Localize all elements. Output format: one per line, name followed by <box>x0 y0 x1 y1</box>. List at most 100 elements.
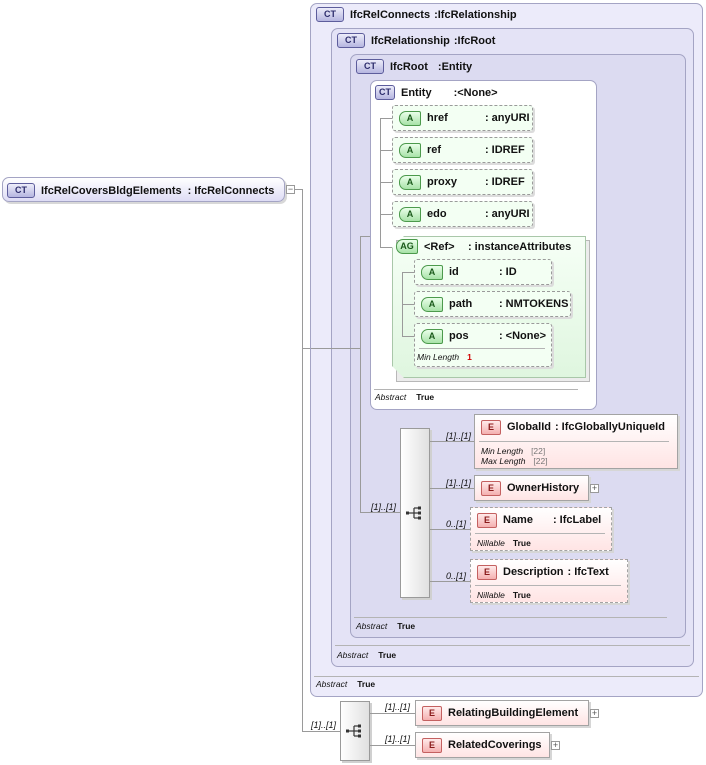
element-globalid[interactable]: E GlobalId : IfcGloballyUniqueId Min Len… <box>474 414 678 469</box>
ifcrelationship-name: IfcRelationship <box>371 34 450 47</box>
ifcrelationship-separator <box>335 645 690 646</box>
colon: : <box>485 112 489 124</box>
connector-ifcroot-in <box>311 348 361 349</box>
attribute-type: IDREF <box>491 176 525 188</box>
attribute-name: href <box>427 112 448 124</box>
attribute-icon: A <box>421 264 443 280</box>
element-relatingbuildingelement[interactable]: E RelatingBuildingElement <box>415 700 589 726</box>
relation-sequence-compositor[interactable] <box>340 701 370 761</box>
element-ownerhistory[interactable]: E OwnerHistory <box>474 475 589 501</box>
connector-attr-proxy <box>380 182 392 183</box>
expand-relatingbuildingelement-icon[interactable]: + <box>590 708 599 718</box>
attribute-icon: A <box>421 328 443 344</box>
attribute-icon: A <box>399 206 421 222</box>
attribute-name: pos <box>449 330 469 342</box>
ifcroot-separator <box>354 617 667 618</box>
attribute-id[interactable]: A id : ID <box>414 259 552 285</box>
connector-seq-name <box>430 529 470 530</box>
collapse-root-icon[interactable]: − <box>286 184 295 194</box>
attribute-name: proxy <box>427 176 457 188</box>
connector-related <box>370 745 415 746</box>
relation-sequence-cardinality: [1]..[1] <box>311 720 337 730</box>
expand-ownerhistory-icon[interactable]: + <box>590 483 599 493</box>
element-type: IfcText <box>574 566 609 578</box>
facet-label: Min Length <box>481 446 524 456</box>
attribute-type: ID <box>505 266 517 278</box>
connector-attr-pos <box>402 336 414 337</box>
attribute-type: <None> <box>505 330 547 342</box>
facet-label: Min Length <box>417 352 460 362</box>
root-complex-type[interactable] <box>2 177 285 202</box>
colon: : <box>453 86 458 99</box>
connector-attr-id <box>402 272 414 273</box>
connector-to-entity <box>360 236 370 237</box>
ifcroot-sequence-compositor[interactable] <box>400 428 430 598</box>
element-relatedcoverings[interactable]: E RelatedCoverings <box>415 732 550 758</box>
colon: : <box>434 8 438 21</box>
colon: : <box>187 184 192 197</box>
colon: : <box>553 514 557 526</box>
colon: : <box>437 60 442 73</box>
connector-attr-ref <box>380 150 392 151</box>
ifcrelconnects-name: IfcRelConnects <box>350 8 431 21</box>
element-type: IfcLabel <box>559 514 602 526</box>
attribute-icon: A <box>399 174 421 190</box>
attribute-href[interactable]: A href : anyURI <box>392 105 533 131</box>
facet-max-length: Max Length[22] <box>475 456 677 466</box>
connector-attr-path <box>402 304 414 305</box>
element-name: Name <box>503 514 533 526</box>
facet-min-length: Min Length [22] <box>475 446 677 456</box>
connector-attr-href <box>380 118 392 119</box>
facet-value: [22] <box>531 446 546 456</box>
element-icon: E <box>477 512 497 528</box>
attribute-proxy[interactable]: A proxy : IDREF <box>392 169 533 195</box>
ifcrelationship-header: CT IfcRelationship : IfcRoot <box>337 33 495 48</box>
attribute-group-type: instanceAttributes <box>474 240 572 253</box>
entity-header: CT Entity : <None> <box>375 85 498 100</box>
entity-separator <box>374 389 578 390</box>
connector-entity-attrs-v <box>380 118 381 248</box>
attribute-icon: A <box>421 296 443 312</box>
ifcrelationship-type: IfcRoot <box>457 34 496 47</box>
cardinality-ownerhistory: [1]..[1] <box>446 478 472 488</box>
element-name: OwnerHistory <box>507 482 580 494</box>
connector-trunk-v <box>302 189 303 732</box>
facet-label: Nillable <box>477 590 505 600</box>
connector-seq-description <box>430 581 470 582</box>
expand-relatedcoverings-icon[interactable]: + <box>551 740 560 750</box>
sequence-icon <box>346 724 361 738</box>
attribute-edo[interactable]: A edo : anyURI <box>392 201 533 227</box>
abstract-value: True <box>416 392 435 402</box>
cardinality-description: 0..[1] <box>446 571 467 581</box>
complex-type-icon: CT <box>356 59 384 74</box>
abstract-label: Abstract <box>356 621 388 631</box>
root-header: CT IfcRelCoversBldgElements : IfcRelConn… <box>7 183 274 198</box>
complex-type-icon: CT <box>316 7 344 22</box>
attribute-name: id <box>449 266 459 278</box>
connector-seq-globalid <box>430 441 474 442</box>
attribute-group-icon: AG <box>396 239 418 254</box>
facet-nillable: Nillable True <box>471 538 611 548</box>
attribute-path[interactable]: A path : NMTOKENS <box>414 291 571 317</box>
sequence-icon <box>406 506 421 520</box>
attribute-name: ref <box>427 144 442 156</box>
attribute-name: path <box>449 298 473 310</box>
abstract-label: Abstract <box>316 679 348 689</box>
facet-label: Max Length <box>481 456 526 466</box>
facet-value: True <box>512 538 531 548</box>
attribute-icon: A <box>399 110 421 126</box>
attribute-ref[interactable]: A ref : IDREF <box>392 137 533 163</box>
facet-label: Nillable <box>477 538 505 548</box>
element-name: GlobalId <box>507 421 551 433</box>
element-name-ifclabel[interactable]: E Name : IfcLabel Nillable True <box>470 507 612 551</box>
element-icon: E <box>422 705 442 721</box>
root-type: IfcRelConnects <box>194 184 275 197</box>
colon: : <box>567 566 572 578</box>
attribute-type: anyURI <box>491 112 530 124</box>
complex-type-icon: CT <box>337 33 365 48</box>
